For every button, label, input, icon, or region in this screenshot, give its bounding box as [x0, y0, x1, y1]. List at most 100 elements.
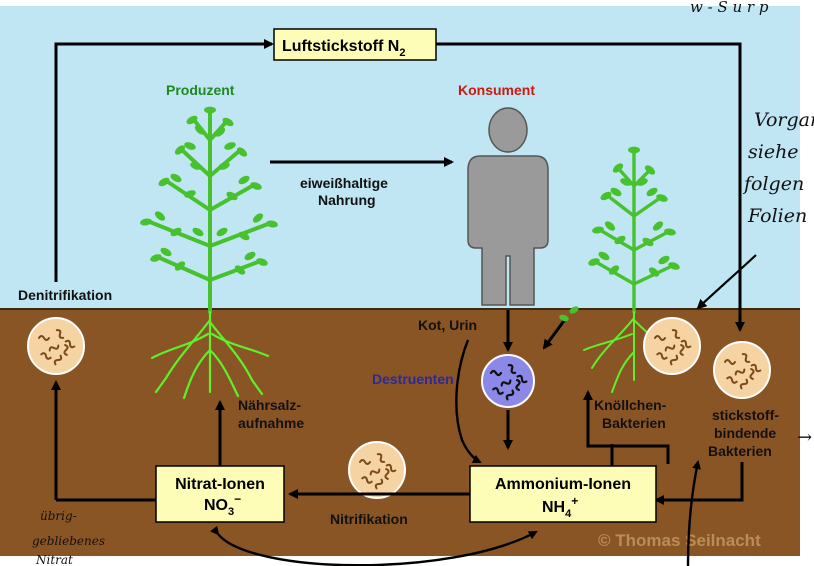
bacteria-circle-fixing [713, 341, 771, 399]
side-note-line: siehe [748, 141, 799, 163]
leaf [244, 251, 256, 261]
handwritten-arrow-up-to-fixing [686, 460, 701, 566]
decomposers-label: Destruenten [372, 371, 454, 387]
nitrate-subscript: 3 [228, 506, 234, 518]
leaf [170, 227, 182, 237]
bacterium-mark [507, 363, 517, 375]
handwritten-arrow-to-nodules [696, 254, 757, 310]
nitrification-label: Nitrifikation [330, 511, 408, 527]
bacterium-mark [750, 363, 762, 373]
bacterium-mark [374, 478, 384, 490]
nodule-bacteria-label-line2: Bakterien [602, 415, 666, 431]
ammonium-subscript: 4 [565, 508, 572, 520]
bacterium-mark [679, 344, 685, 356]
leaf [592, 226, 604, 234]
leaf [668, 262, 680, 270]
bacterium-mark [500, 379, 512, 387]
bottom-left-note-line: übrig- [40, 509, 77, 523]
ammonium-superscript: + [571, 494, 578, 508]
consumer-person-icon [467, 107, 549, 306]
leaf [614, 235, 626, 245]
producer-leaves [140, 106, 278, 275]
side-note-line: folgen [742, 173, 804, 195]
bacterium-mark [734, 368, 746, 376]
bacterium-mark [53, 354, 63, 366]
legume-leaves [588, 146, 680, 277]
feces-urine-label: Kot, Urin [418, 317, 477, 333]
bacterium-mark [63, 344, 69, 356]
leaf [646, 187, 658, 197]
nitrate-box [155, 465, 285, 523]
ammonium-label: Ammonium-Ionen [495, 476, 631, 493]
producer-label: Produzent [166, 82, 235, 98]
leaf [658, 255, 670, 265]
fixing-bacteria-label-line3: Bakterien [708, 443, 772, 459]
bacterium-mark [505, 389, 515, 401]
bacterium-mark [40, 352, 52, 360]
leaf [648, 267, 660, 277]
leaf [226, 191, 238, 201]
leaf [236, 147, 248, 157]
leaf [160, 247, 172, 257]
bacterium-mark [656, 352, 668, 360]
bacterium-mark [376, 453, 386, 463]
leaf [598, 251, 610, 261]
leaf [174, 261, 186, 271]
nitrate-formula: NO3− [204, 492, 241, 518]
bottom-left-note-line: Nitrat [35, 553, 73, 566]
leaf [608, 265, 620, 275]
bacterium-mark [669, 354, 679, 366]
bacterium-mark [369, 468, 381, 476]
bacteria-marks [38, 329, 762, 490]
bacterium-mark [492, 387, 504, 395]
leaf [158, 177, 170, 187]
nutrient-uptake-label-line1: Nährsalz- [238, 397, 301, 413]
fixing-bacteria-label-line1: stickstoff- [712, 407, 779, 423]
bacteria-circle-nitrification [348, 441, 406, 499]
leaf [664, 228, 676, 236]
leaf [610, 187, 622, 197]
bacterium-mark [516, 374, 528, 384]
air-nitrogen-label: Luftstickstoff N2 [282, 38, 405, 59]
ammonium-formula: NH4+ [542, 494, 578, 520]
leaf [218, 162, 230, 170]
copyright-label: © Thomas Seilnacht [598, 531, 761, 550]
nitrate-superscript: − [234, 492, 241, 506]
bacteria-circle-nodules [643, 317, 701, 375]
leaf [190, 162, 202, 170]
handwritten-arrow-feces-to-ammonium [455, 339, 482, 464]
leaf [154, 211, 166, 221]
handwriting-top-right: w - S u r p [690, 0, 769, 16]
arrow-air-to-fixing [436, 42, 745, 332]
arrow-ammonium-to-nodules [583, 390, 670, 464]
nodule-bacteria-label-line1: Knöllchen- [594, 397, 667, 413]
leaf [636, 178, 648, 186]
leaf [628, 146, 640, 154]
bacterium-mark [749, 368, 755, 380]
denitrification-label: Denitrifikation [18, 287, 112, 303]
leaf [184, 142, 196, 150]
handwritten-arrow-nitrate-to-ammonium [210, 525, 538, 566]
bottom-left-note-line: gebliebenes [32, 534, 105, 548]
leaf [238, 175, 250, 185]
handwriting-arrow-mark: → [797, 427, 812, 448]
decomposer-circle [481, 354, 535, 408]
nitrate-label: Nitrat-Ionen [175, 476, 265, 493]
fixing-bacteria-label-line2: bindende [714, 425, 776, 441]
leaf [252, 213, 264, 223]
leaf [192, 227, 204, 237]
bacterium-mark [726, 376, 738, 384]
leaf [604, 221, 616, 231]
leaf [216, 227, 228, 237]
bacterium-mark [359, 459, 371, 465]
leaf [150, 254, 162, 262]
leaf [234, 265, 246, 275]
leaf [642, 237, 654, 247]
leaf [250, 182, 262, 190]
bacteria-circle-denitrification [27, 317, 85, 375]
bacterium-mark [55, 329, 65, 339]
leaf [600, 191, 612, 201]
leaf [620, 178, 632, 186]
handwriting-side-note: Vorgan siehe folgen Folien [742, 109, 814, 227]
bacterium-mark [384, 468, 390, 480]
